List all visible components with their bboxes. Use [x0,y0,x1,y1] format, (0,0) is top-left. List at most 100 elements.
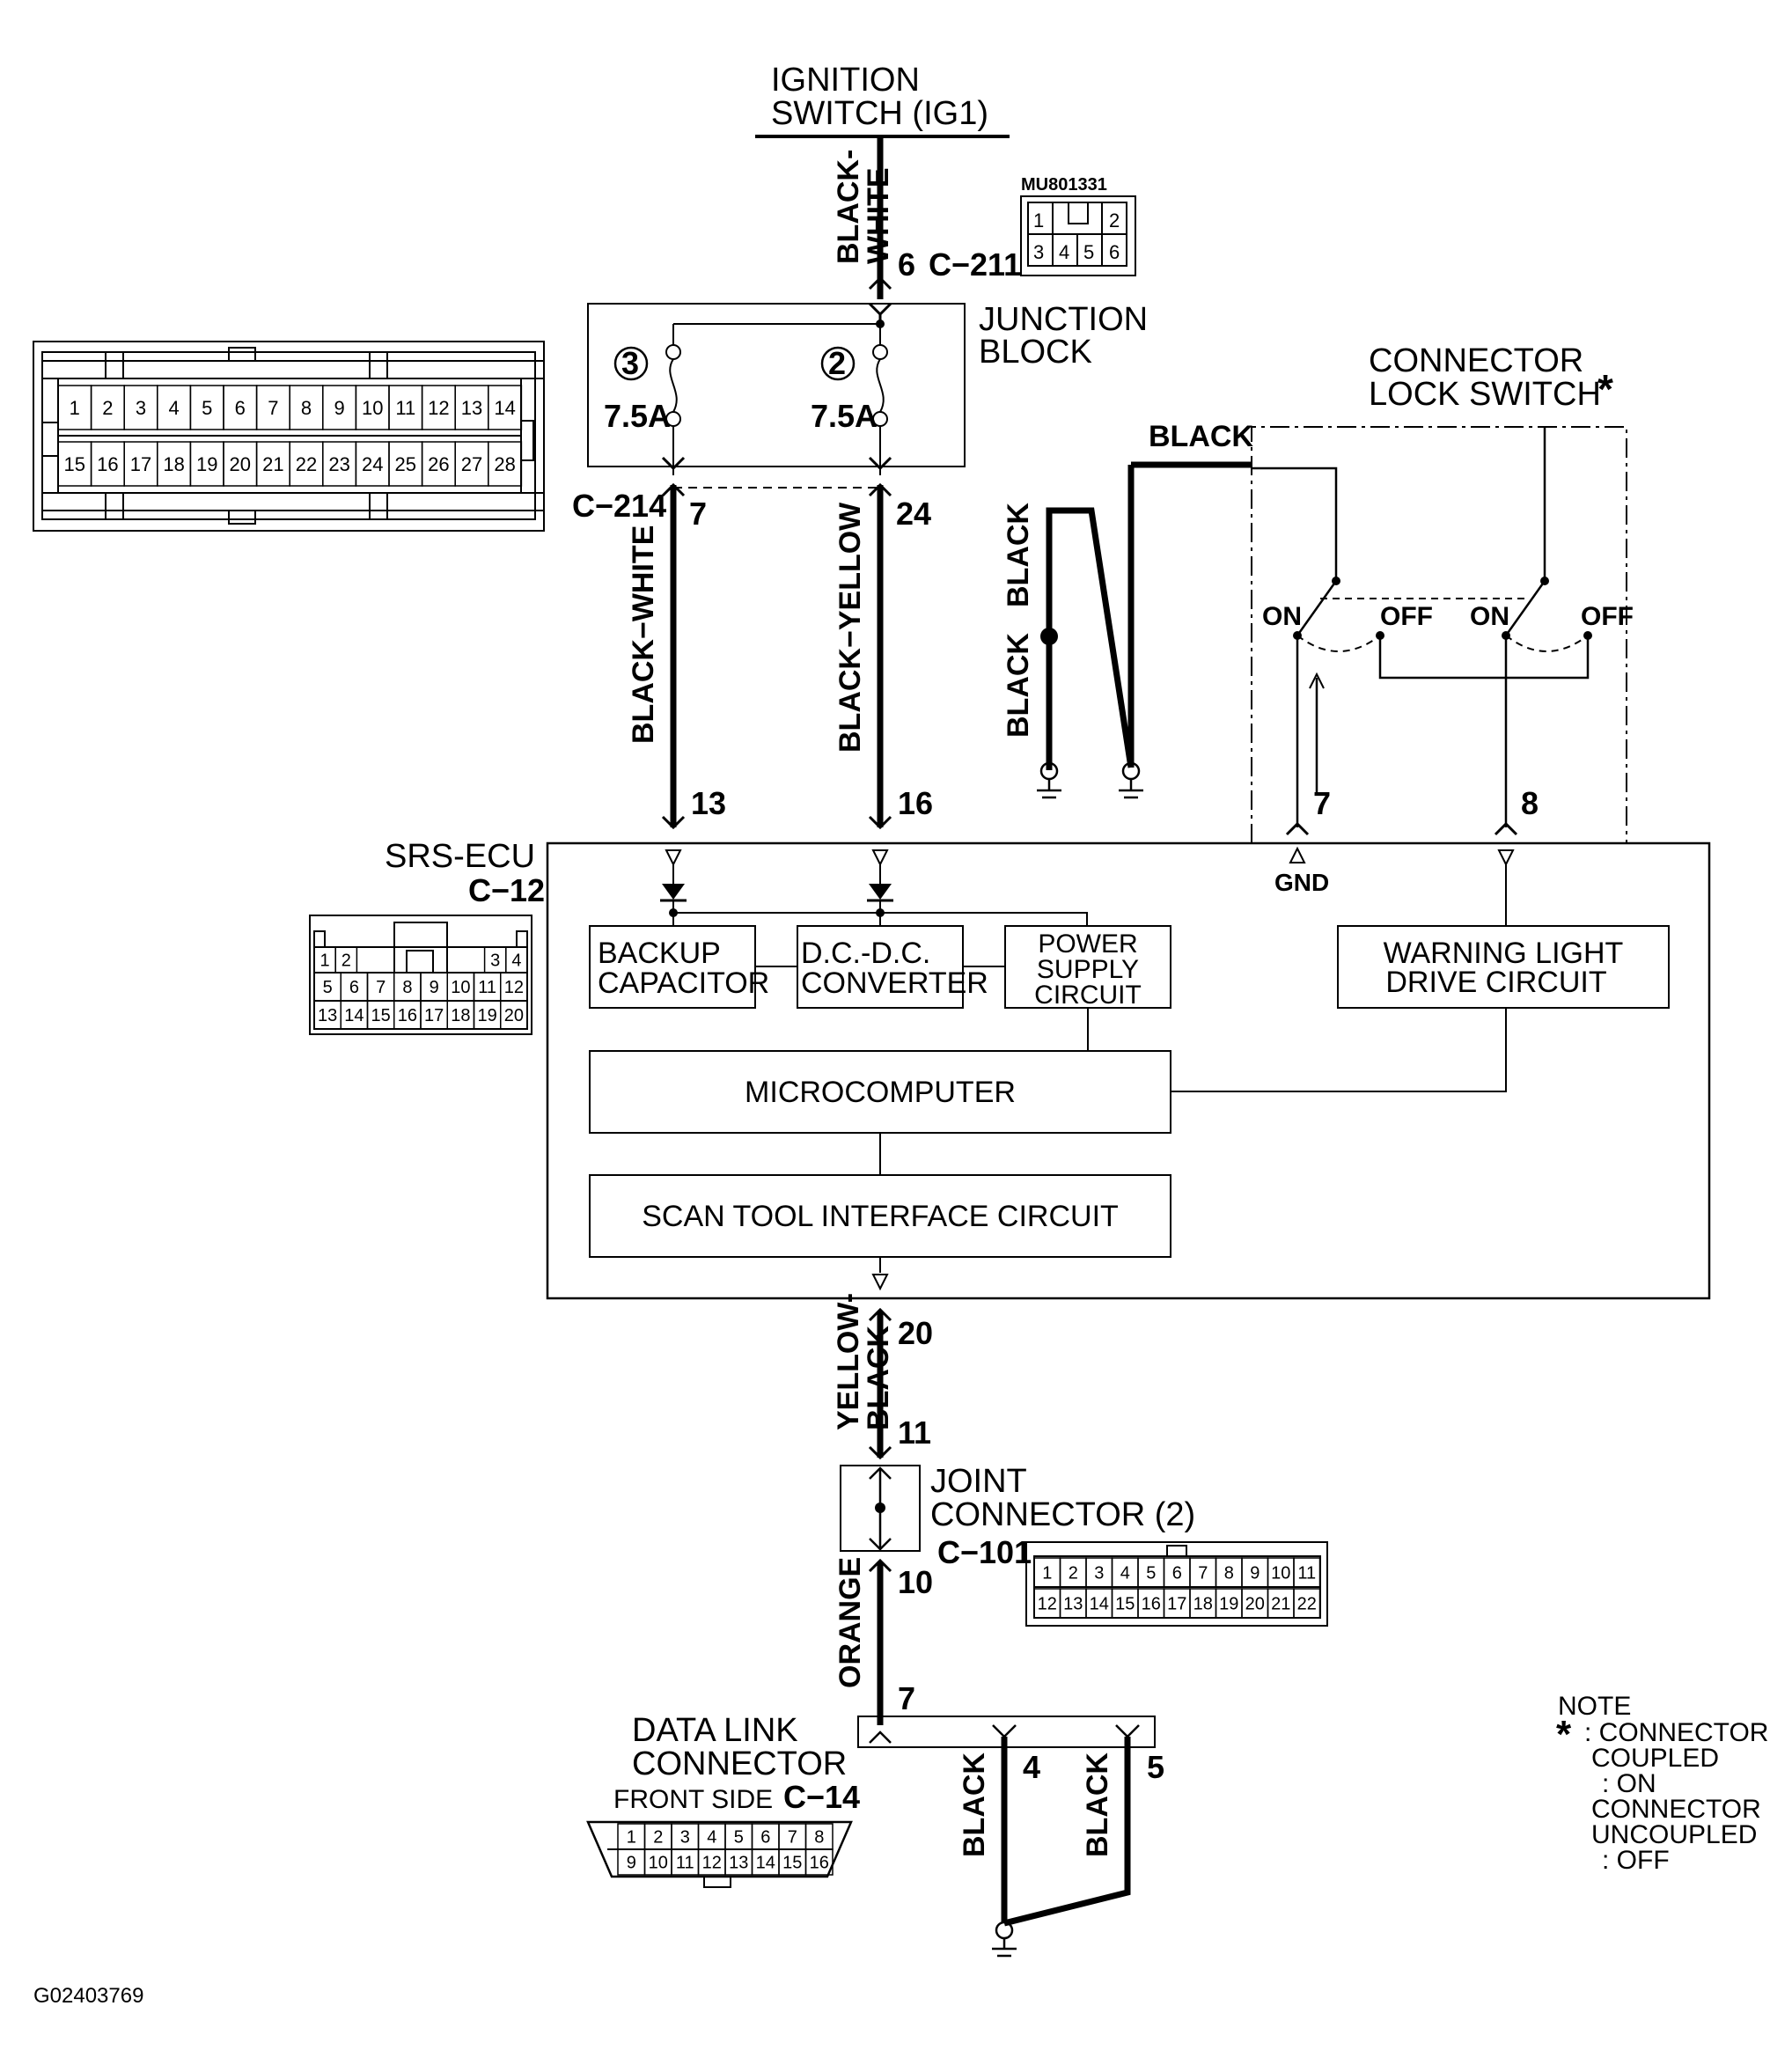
c101-face-pin-label: 5 [1146,1564,1156,1583]
dlc-pin-5: 5 [1147,1749,1164,1785]
backup-capacitor-l1: BACKUP [598,937,721,970]
dcdc-converter-l1: D.C.-D.C. [801,937,930,970]
c12-face-pin-label: 19 [478,1006,497,1025]
c214-id: C−214 [572,488,666,524]
svg-text:2: 2 [828,345,846,381]
c101-face-pin-label: 11 [1297,1564,1316,1583]
c214-face-pin-label: 24 [362,453,383,475]
c101-face-pin-label: 3 [1094,1564,1104,1583]
c101-face-pin-label: 14 [1090,1595,1109,1614]
joint-label-1: JOINT [930,1463,1027,1500]
note-title: NOTE [1558,1692,1631,1721]
ecu-pin-8: 8 [1521,785,1539,821]
lock-switch-asterisk: * [1597,366,1613,412]
svg-text:3: 3 [621,345,639,381]
c101-face-pin-label: 15 [1115,1595,1135,1614]
c101-face-pin-label: 20 [1245,1595,1265,1614]
svg-text:2: 2 [1109,209,1120,231]
c101-face-pin-label: 21 [1271,1595,1290,1614]
c214-face-pin-label: 10 [362,397,383,419]
dlc-label-2: CONNECTOR [632,1745,847,1782]
lock-switch-label-1: CONNECTOR [1369,342,1583,379]
c12-face-pin-label: 3 [490,952,500,971]
c101-face-cell [1293,1588,1321,1619]
c14-face-pin-label: 3 [680,1828,690,1848]
warning-light-l2: DRIVE CIRCUIT [1385,966,1606,999]
srs-ecu: SRS-ECU C−12 GND BACKUP CAPACITOR D.C.-D… [385,838,1711,1300]
c14-face-pin-label: 11 [676,1854,694,1873]
c12-face-pin-label: 5 [323,978,333,997]
c14-face-pin-label: 7 [788,1828,797,1848]
c101-face-cell [1293,1557,1321,1588]
junction-label-2: BLOCK [979,334,1092,371]
c14-face-pin-label: 14 [756,1854,775,1873]
c101-face-pin-label: 13 [1063,1595,1083,1614]
c12-face-pin-label: 20 [504,1006,524,1025]
c101-face-pin-label: 19 [1219,1595,1238,1614]
microcomputer-label: MICROCOMPUTER [745,1076,1016,1109]
c214-face-cell [488,385,523,430]
c101-face-pin-label: 1 [1042,1564,1052,1583]
c12-face-pin-label: 1 [320,952,330,971]
ecu-name: SRS-ECU [385,838,535,875]
c101-face-pin-label: 22 [1297,1595,1317,1614]
fuse-right-rating: 7.5A [811,398,878,434]
c12-face-pin-label: 16 [398,1006,417,1025]
c214-face-pin-label: 16 [97,453,118,475]
c101-face-pin-label: 2 [1069,1564,1078,1583]
ground-wiring: BLACK BLACK BLACK [1002,420,1253,799]
dlc-pin-4: 4 [1023,1749,1040,1785]
c101-face-pin-label: 17 [1167,1595,1186,1614]
c12-face-pin-label: 11 [478,978,496,997]
backup-capacitor-l2: CAPACITOR [598,966,769,1000]
c101-face-pin-label: 16 [1142,1595,1161,1614]
c214-face-pin-label: 27 [461,453,482,475]
svg-text:1: 1 [1033,209,1044,231]
c214-face-pin-label: 15 [64,453,85,475]
c211-id: C−211 [929,246,1021,283]
c101-face-pin-label: 8 [1224,1564,1234,1583]
c214-face-pin-label: 3 [136,397,146,419]
c12-face-pin-label: 10 [451,978,470,997]
c12-face-pin-label: 9 [430,978,439,997]
wire-label-black-white: BLACK−WHITE [627,525,660,744]
c101-face-pin-label: 6 [1172,1564,1182,1583]
switch-2-on-label: ON [1470,602,1509,631]
c214-face-pin-label: 26 [428,453,449,475]
c214-face-pin-label: 19 [196,453,217,475]
note-line-4: CONNECTOR [1591,1795,1761,1824]
c12-face-pin-label: 6 [349,978,359,997]
c214-face-pin-label: 11 [395,397,415,419]
c101-face-pin-label: 12 [1038,1595,1057,1614]
ecu-connector-id: C−12 [468,872,545,908]
warning-light-l1: WARNING LIGHT [1384,937,1624,970]
wire-label-black-yellow: BLACK−YELLOW [834,502,867,753]
switch-1-on-label: ON [1262,602,1302,631]
c12-face-pin-label: 12 [504,978,524,997]
c214-face-pin-label: 12 [428,397,449,419]
c214-face-pin-label: 1 [70,397,80,419]
c12-face-pin-label: 7 [376,978,386,997]
c12-face-pin-label: 2 [342,952,351,971]
note-asterisk: * [1556,1713,1572,1756]
c211-pin: 6 [898,246,915,283]
lock-switch-label-2: LOCK SWITCH [1369,376,1601,413]
c214-face-pin-label: 28 [494,453,515,475]
joint-label-2: CONNECTOR (2) [930,1496,1195,1533]
data-link-connector: 4 5 BLACK BLACK DATA LINK CONNECTOR FRON… [613,1712,1164,1958]
c214-face-pin-label: 17 [130,453,151,475]
c211-connector-face: MU801331 1 2 3 4 5 6 [1020,175,1136,276]
c214-face-pin-label: 5 [202,397,212,419]
c101-face-pin-label: 18 [1193,1595,1213,1614]
c12-face-pin-label: 14 [344,1006,364,1025]
ignition-label-1: IGNITION [771,62,920,99]
c214-face-pin-label: 23 [328,453,349,475]
ecu-pin-16: 16 [898,785,933,821]
ignition-switch: IGNITION SWITCH (IG1) [755,62,1010,138]
c14-face-pin-label: 16 [810,1854,829,1873]
dlc-connector-id: C−14 [783,1779,860,1815]
c12-face-pin-label: 13 [318,1006,337,1025]
